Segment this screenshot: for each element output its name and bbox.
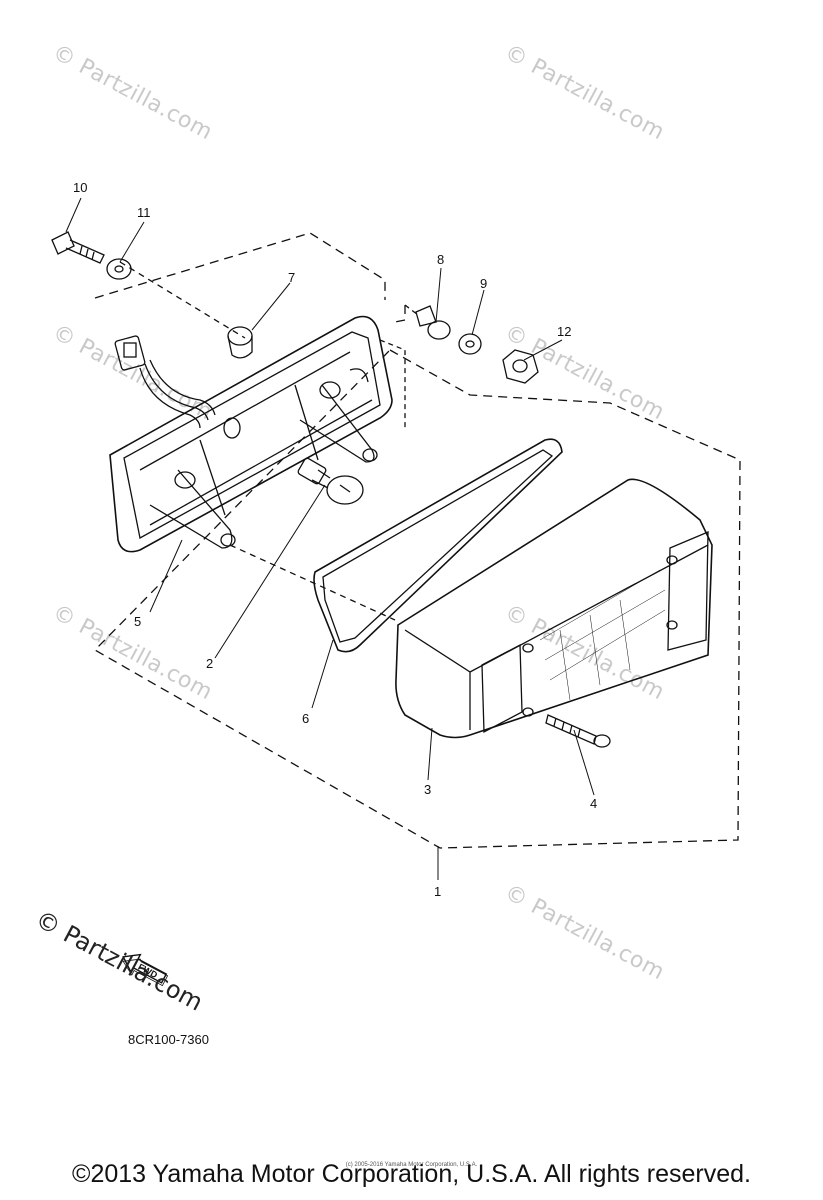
copyright-notice: ©2013 Yamaha Motor Corporation, U.S.A. A… [72, 1160, 751, 1188]
callout-1: 1 [434, 884, 441, 899]
bolt-10 [51, 231, 105, 264]
callout-10: 10 [73, 180, 87, 195]
assembly-outline [93, 232, 741, 849]
callout-5: 5 [134, 614, 141, 629]
callout-9: 9 [480, 276, 487, 291]
small-print: (c) 2005-2016 Yamaha Motor Corporation, … [345, 1162, 478, 1168]
callout-12: 12 [557, 324, 571, 339]
bulb [297, 457, 364, 505]
callout-2: 2 [206, 656, 213, 671]
lens-assembly [395, 478, 713, 739]
callout-8: 8 [437, 252, 444, 267]
nut-12 [502, 349, 539, 384]
callout-11: 11 [137, 205, 151, 220]
grommet-7 [227, 326, 253, 359]
callout-4: 4 [590, 796, 597, 811]
part-code: 8CR100-7360 [128, 1032, 209, 1047]
leader-lines [65, 197, 595, 880]
gasket [313, 438, 563, 653]
washer-11 [106, 258, 132, 280]
callout-6: 6 [302, 711, 309, 726]
screw-4 [545, 714, 611, 748]
lamp-housing [109, 315, 393, 553]
washer-9 [458, 333, 482, 355]
callout-7: 7 [288, 270, 295, 285]
wire-harness [114, 335, 216, 429]
collar-8 [415, 305, 451, 340]
callout-3: 3 [424, 782, 431, 797]
